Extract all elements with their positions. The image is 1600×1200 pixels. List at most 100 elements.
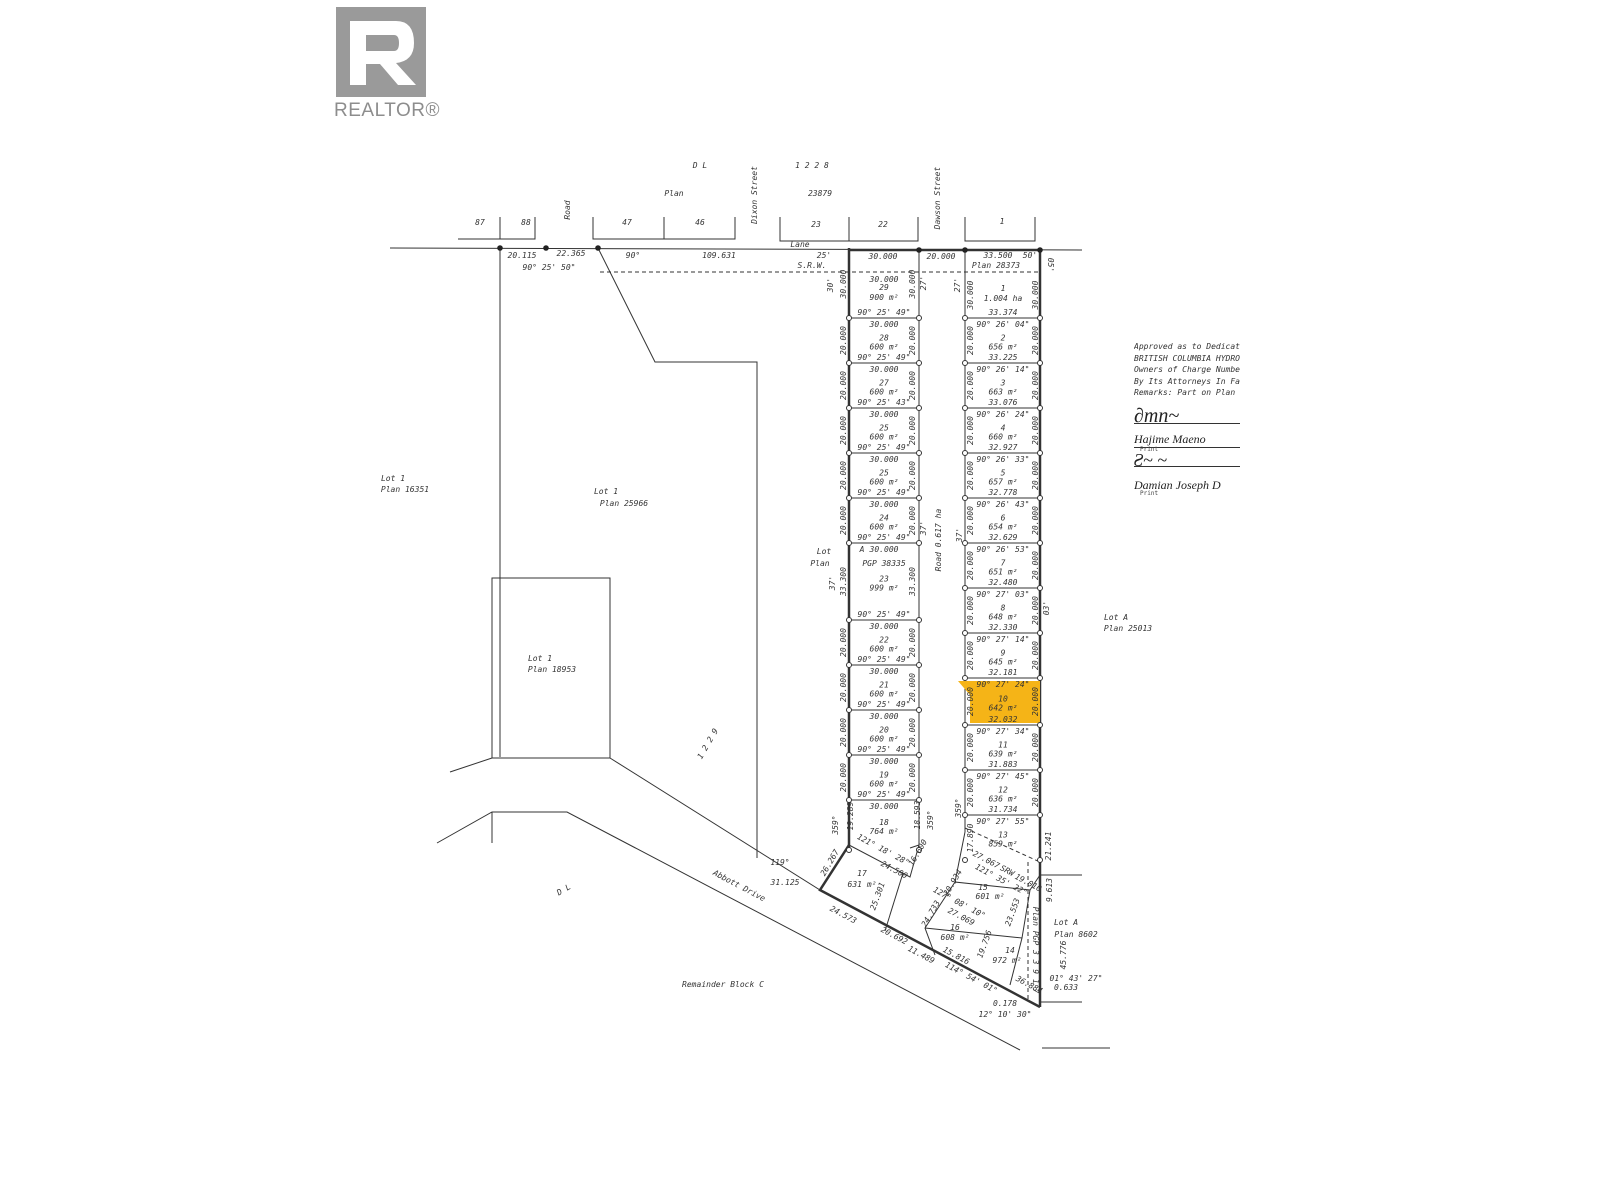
lot-bearing: 90° 25' 49" (858, 790, 911, 799)
label-lotplan-lot: Lot (817, 547, 832, 556)
lot-number: 21 (879, 681, 889, 690)
lot-bearing: 90° 25' 49" (858, 353, 911, 362)
lot-width: 32.330 (988, 623, 1018, 632)
survey-monument (595, 245, 601, 251)
label-d45776: 45.776 (1059, 940, 1068, 969)
label-b902550: 90° 25' 50" (523, 263, 576, 272)
lot-side-west: 20.000 (966, 596, 975, 625)
lot-number: 18 (879, 818, 889, 827)
lot-width: 31.883 (988, 760, 1018, 769)
label-lot23: 23 (811, 220, 821, 229)
label-lot87: 87 (475, 218, 485, 227)
label-d31125: 31.125 (770, 878, 800, 887)
lot-number: 20 (879, 726, 889, 735)
lot-side-west: 20.000 (966, 551, 975, 580)
survey-pin (846, 495, 852, 501)
lot-number: 4 (1001, 424, 1006, 433)
note-line: Owners of Charge Numbe (1134, 365, 1240, 374)
lot-number: 19 (879, 771, 889, 780)
survey-pin (962, 360, 968, 366)
lot-frontage: 30.000 (869, 802, 899, 811)
lot-side-west: 20.000 (839, 326, 848, 355)
lot-side-east: 20.000 (908, 628, 917, 657)
label-d359b: 359° (926, 810, 935, 830)
survey-pin (1037, 630, 1043, 636)
label-lot1-18953: Lot 1 (528, 654, 552, 663)
label-lot17a: 631 m² (848, 880, 877, 889)
lot-area: 600 m² (870, 780, 899, 789)
lot-frontage: 30.000 (869, 320, 899, 329)
lot-side-west: 20.000 (839, 763, 848, 792)
survey-pin (1037, 315, 1043, 321)
lot-side-east: 20.000 (1031, 371, 1040, 400)
label-lotA-letter: A (859, 545, 865, 554)
lot-side-east: 20.000 (1031, 416, 1040, 445)
survey-pin (846, 752, 852, 758)
label-plan-top: Plan (664, 189, 683, 198)
note-line: By Its Attorneys In Fa (1134, 376, 1240, 386)
lot-side-east: 20.000 (1031, 778, 1040, 807)
label-lot1-25966: Lot 1 (594, 487, 618, 496)
label-lot15a: 601 m² (976, 892, 1005, 901)
lot-frontage: 30.000 (869, 667, 899, 676)
survey-pin (846, 315, 852, 321)
note-line: BRITISH COLUMBIA HYDRO (1134, 353, 1240, 363)
lot-side-east: 20.000 (1031, 641, 1040, 670)
lot-bearing: 90° 26' 33" (977, 455, 1030, 464)
survey-pin (962, 585, 968, 591)
lot-side-west: 30.000 (839, 269, 848, 299)
label-d16600: 16.600 (907, 838, 929, 868)
lot-area: 657 m² (989, 478, 1018, 487)
lot-side-west: 20.000 (839, 416, 848, 445)
survey-pin (916, 797, 922, 803)
survey-pin (962, 540, 968, 546)
lot-side-east: 20.000 (1031, 551, 1040, 580)
label-d18593: 18.593 (913, 800, 922, 829)
lot-bearing: 90° 25' 49" (858, 443, 911, 452)
lot-side-west: 20.000 (966, 733, 975, 762)
label-lot16a: 608 m² (941, 933, 970, 942)
lot-side-west: 20.000 (966, 416, 975, 445)
label-abbott: Abbott Drive (711, 868, 767, 904)
lot-bearing: 90° 25' 49" (858, 655, 911, 664)
lot-width: 32.778 (988, 488, 1018, 497)
lot-width: 32.181 (988, 668, 1018, 677)
survey-pin (1037, 722, 1043, 728)
lot-number: 10 (998, 695, 1008, 704)
survey-pin (962, 857, 968, 863)
label-plan25966: Plan 25966 (600, 499, 648, 508)
label-dl-top: D L (692, 161, 708, 170)
note-line: Remarks: Part on Plan (1134, 388, 1236, 397)
lot-area: 600 m² (870, 645, 899, 654)
approval-notes: Approved as to Dedicat BRITISH COLUMBIA … (1134, 341, 1240, 399)
lot-side-east: 20.000 (1031, 506, 1040, 535)
lot-frontage: 30.000 (869, 365, 899, 374)
lot-number: 25 (879, 469, 889, 478)
